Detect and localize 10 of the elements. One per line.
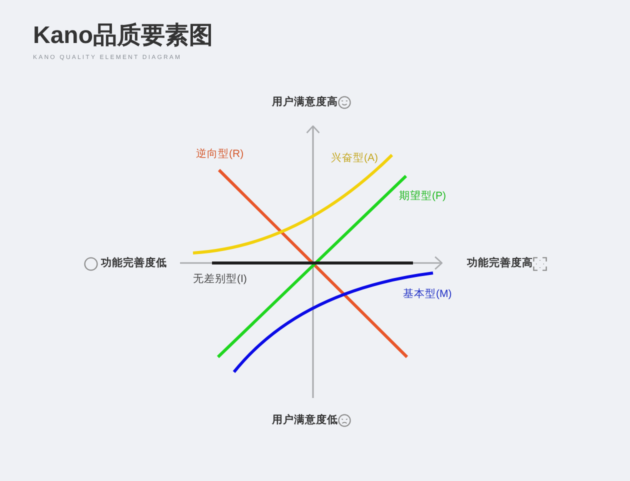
axis-label: 功能完善度低 [101, 257, 167, 270]
axis-label: 用户满意度低 [272, 414, 338, 427]
title: Kano品质要素图 [33, 22, 213, 50]
axis-label: 功能完善度高 [467, 257, 533, 270]
curve-label: 期望型(P) [399, 190, 446, 203]
curve-label: 兴奋型(A) [331, 152, 378, 165]
axis-label: 用户满意度高 [272, 96, 338, 109]
curve-label: 逆向型(R) [196, 148, 244, 161]
curve-label: 基本型(M) [403, 288, 452, 301]
curve-label: 无差别型(I) [193, 273, 247, 286]
